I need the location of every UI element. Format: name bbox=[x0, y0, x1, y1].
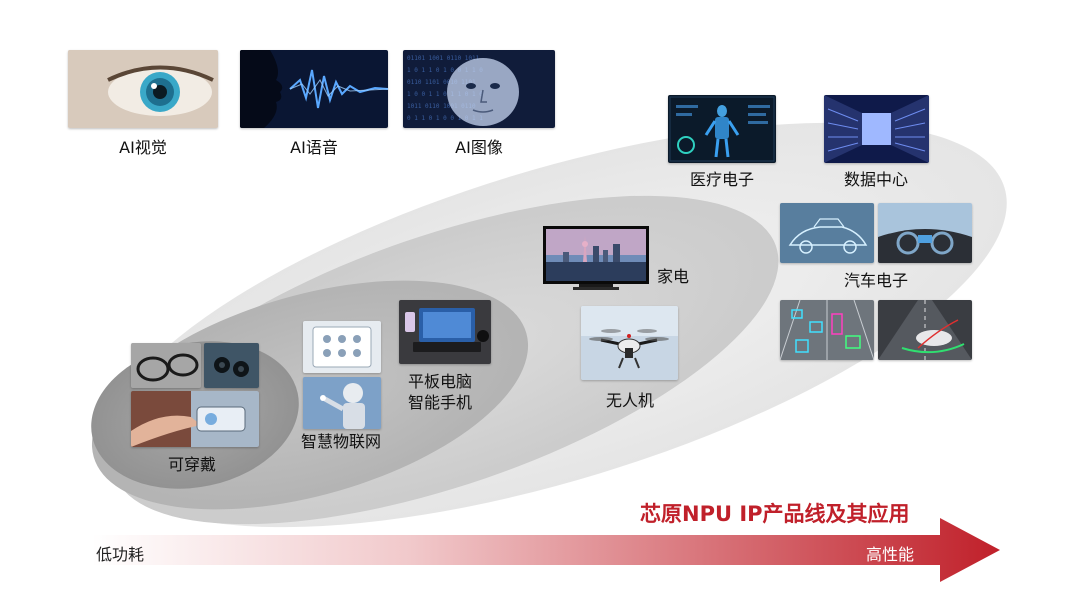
svg-text:0 1 1 0 1 0 0 1 0 1 1: 0 1 1 0 1 0 0 1 0 1 1 bbox=[407, 115, 483, 122]
earbuds-icon bbox=[204, 343, 259, 388]
car-cockpit-icon bbox=[878, 203, 972, 263]
diagram-title: 芯原NPU IP产品线及其应用 bbox=[640, 502, 910, 526]
earbuds-thumb bbox=[204, 343, 259, 388]
phone-label: 智能手机 bbox=[408, 393, 473, 412]
ai-image-thumb: 01101 1001 0110 1011 1 0 1 1 0 1 0 0 1 1… bbox=[403, 50, 555, 128]
medical-thumb bbox=[668, 95, 776, 163]
smart-tablet-ui-icon bbox=[303, 321, 381, 373]
ai-vision-thumb bbox=[68, 50, 218, 128]
svg-text:0110 1101 0010 1101: 0110 1101 0010 1101 bbox=[407, 79, 476, 86]
car-wireframe-thumb bbox=[780, 203, 874, 263]
medical-scan-icon bbox=[668, 95, 776, 163]
drone-label: 无人机 bbox=[605, 391, 655, 410]
server-rack-icon bbox=[824, 95, 929, 163]
ai-voice-thumb bbox=[240, 50, 388, 128]
glasses-thumb bbox=[131, 343, 201, 388]
iot-label: 智慧物联网 bbox=[300, 432, 382, 451]
drone-icon bbox=[581, 306, 678, 380]
datacenter-thumb bbox=[824, 95, 929, 163]
svg-text:01101 1001 0110 1011: 01101 1001 0110 1011 bbox=[407, 55, 480, 62]
ai-image-label: AI图像 bbox=[455, 138, 503, 157]
medical-label: 医疗电子 bbox=[689, 170, 755, 189]
traffic-detection-icon bbox=[780, 300, 874, 360]
svg-text:1 0 1 1 0 1 0 0 1 1 0: 1 0 1 1 0 1 0 0 1 1 0 bbox=[407, 67, 483, 74]
ai-voice-label: AI语音 bbox=[290, 138, 338, 157]
humanoid-robot-icon bbox=[303, 377, 381, 429]
television-icon bbox=[543, 226, 649, 290]
high-performance-label: 高性能 bbox=[866, 545, 915, 564]
smartwatch-thumb bbox=[131, 391, 259, 447]
tablet-laptop-icon bbox=[399, 300, 491, 364]
digital-face-icon: 01101 1001 0110 1011 1 0 1 1 0 1 0 0 1 1… bbox=[403, 50, 555, 128]
car-cockpit-thumb bbox=[878, 203, 972, 263]
svg-text:1 0 0 1 1 0 1 1 0 1 0: 1 0 0 1 1 0 1 1 0 1 0 bbox=[407, 91, 483, 98]
tablet-label: 平板电脑 bbox=[408, 372, 473, 391]
autonomous-car-icon bbox=[878, 300, 972, 360]
tablet-ui-thumb bbox=[303, 321, 381, 373]
drone-thumb bbox=[581, 306, 678, 380]
ai-vision-label: AI视觉 bbox=[119, 138, 167, 157]
car-wireframe-icon bbox=[780, 203, 874, 263]
tv-thumb bbox=[543, 226, 649, 292]
wearable-label: 可穿戴 bbox=[167, 455, 217, 474]
robot-thumb bbox=[303, 377, 381, 429]
low-power-label: 低功耗 bbox=[96, 545, 145, 564]
autonomous-car-thumb bbox=[878, 300, 972, 360]
tablet-phone-thumb bbox=[399, 300, 491, 364]
datacenter-label: 数据中心 bbox=[843, 170, 909, 189]
eye-icon bbox=[68, 50, 218, 128]
svg-text:1011 0110 1001 0110: 1011 0110 1001 0110 bbox=[407, 103, 476, 110]
traffic-thumb bbox=[780, 300, 874, 360]
automotive-label: 汽车电子 bbox=[843, 271, 909, 290]
performance-arrow bbox=[92, 518, 1000, 582]
smart-glasses-icon bbox=[131, 343, 201, 388]
home-appliance-label: 家电 bbox=[657, 267, 690, 286]
voice-wave-icon bbox=[240, 50, 388, 128]
smartwatch-icon bbox=[131, 391, 259, 447]
